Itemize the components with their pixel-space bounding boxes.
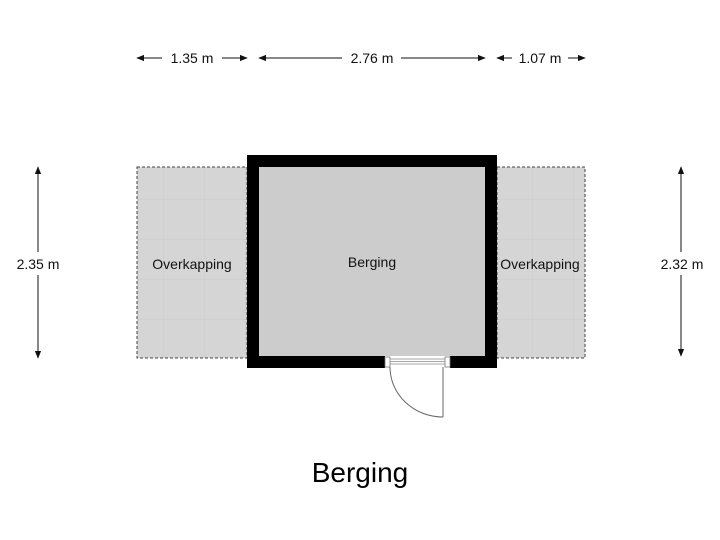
dim-label-top-right: 1.07 m xyxy=(513,50,567,66)
canopy-left xyxy=(136,166,248,359)
room-label-canopy-right: Overkapping xyxy=(500,256,580,272)
room-label-canopy-left: Overkapping xyxy=(152,256,232,272)
plan-title: Berging xyxy=(311,457,409,488)
dim-label-right: 2.32 m xyxy=(652,256,712,272)
room-label-storage: Berging xyxy=(347,254,397,270)
storage-floor xyxy=(259,167,485,356)
door xyxy=(384,356,451,418)
dim-label-top-center: 2.76 m xyxy=(344,50,400,66)
dim-label-top-left: 1.35 m xyxy=(164,50,220,66)
dim-label-left: 2.35 m xyxy=(8,256,68,272)
